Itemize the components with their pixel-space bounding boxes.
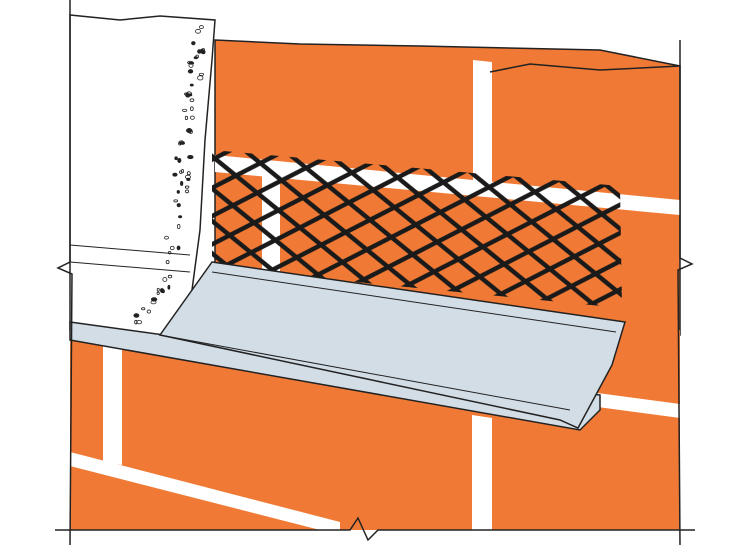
mortar-head-joint [472, 415, 492, 530]
stucco-speck [180, 180, 184, 186]
stucco-speck [187, 69, 194, 74]
stucco-speck [176, 245, 181, 251]
stucco-speck [177, 223, 181, 230]
stucco-speck [161, 289, 165, 294]
stucco-speck [198, 25, 204, 30]
stucco-speck [167, 274, 173, 279]
stucco-speck [178, 141, 182, 146]
stucco-speck [165, 259, 170, 265]
stucco-speck [184, 185, 190, 189]
stucco-speck [172, 172, 178, 177]
mortar-head-joint [473, 60, 492, 192]
stucco-speck [184, 115, 188, 121]
stucco-speck [186, 177, 191, 181]
stucco-speck [169, 245, 175, 251]
mortar-head-joint [103, 340, 122, 465]
stucco-speck [186, 128, 193, 133]
stucco-speck [174, 156, 178, 161]
stucco-speck [163, 235, 169, 240]
stucco-speck [156, 291, 160, 295]
stucco-speck [182, 108, 188, 112]
stucco-speck [195, 28, 201, 34]
stucco-speck [190, 115, 195, 120]
stucco-speck [189, 83, 194, 87]
stucco-speck [173, 199, 178, 203]
stucco-speck [150, 300, 157, 305]
stucco-speck [197, 49, 202, 54]
stucco-speck [188, 62, 194, 68]
stucco-speck [191, 41, 196, 46]
metal-trim-bead [69, 261, 626, 431]
stucco-speck [189, 98, 195, 102]
stucco-speck [136, 320, 143, 325]
mortar-bed-joint [70, 452, 340, 530]
mortar-bed-joint [590, 392, 680, 418]
render-wall [69, 14, 216, 339]
stucco-speck [167, 250, 172, 255]
stucco-speck [156, 287, 160, 292]
stucco-speck [186, 171, 191, 176]
stucco-speck [178, 215, 183, 219]
stucco-speck [176, 203, 181, 208]
stucco-speck [190, 106, 194, 111]
stucco-speck [160, 288, 165, 294]
stucco-speck [195, 54, 199, 59]
stucco-speck [176, 190, 180, 194]
stucco-speck [162, 277, 168, 283]
stucco-speck [146, 309, 152, 314]
stucco-speck [141, 307, 146, 311]
stucco-speck [181, 169, 184, 174]
break-lines [55, 0, 695, 546]
stucco-speck [167, 284, 171, 290]
stucco-speck [134, 319, 138, 325]
stucco-speck [133, 313, 140, 318]
stucco-speck [185, 189, 190, 194]
stucco-speck [177, 157, 182, 163]
stucco-speck [198, 72, 204, 76]
stucco-speck [186, 91, 193, 97]
stucco-speck [187, 155, 194, 160]
